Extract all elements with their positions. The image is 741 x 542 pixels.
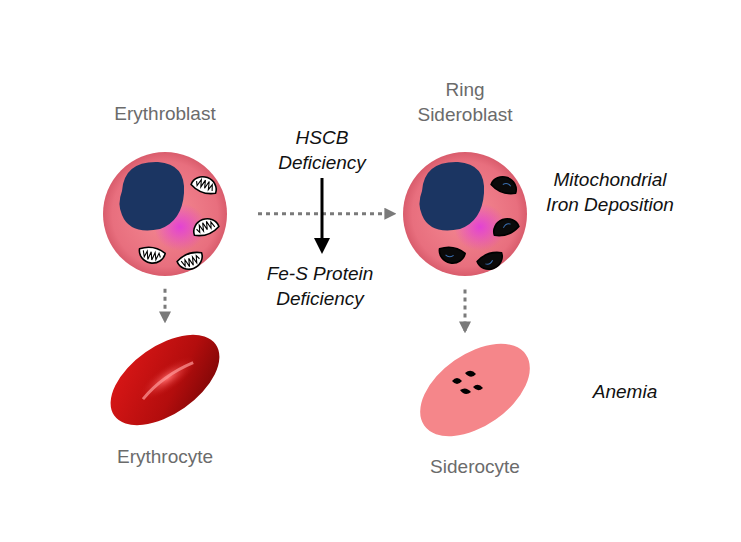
effect-label: Fe-S Protein Deficiency — [255, 262, 385, 311]
outcome-label: Anemia — [570, 380, 680, 405]
erythrocyte-cell: Erythrocyte — [100, 325, 230, 470]
cell-illustration — [100, 325, 230, 435]
cell-name: Erythrocyte — [95, 445, 235, 470]
ring-sideroblast-cell: Ring Sideroblast — [400, 78, 530, 279]
cell-illustration — [100, 149, 230, 279]
siderocyte-cell: Siderocyte — [410, 335, 540, 480]
annotation-label: Mitochondrial Iron Deposition — [543, 168, 677, 217]
cell-name: Ring Sideroblast — [405, 78, 525, 127]
dashed-arrow — [164, 289, 167, 321]
erythroblast-cell: Erythroblast — [100, 102, 230, 279]
cell-name: Siderocyte — [405, 455, 545, 480]
cause-label: HSCB Deficiency — [262, 126, 382, 175]
cell-illustration — [410, 335, 540, 445]
dashed-arrow — [464, 289, 467, 331]
cell-illustration — [400, 149, 530, 279]
dashed-arrow — [258, 212, 394, 215]
cell-name: Erythroblast — [95, 102, 235, 127]
